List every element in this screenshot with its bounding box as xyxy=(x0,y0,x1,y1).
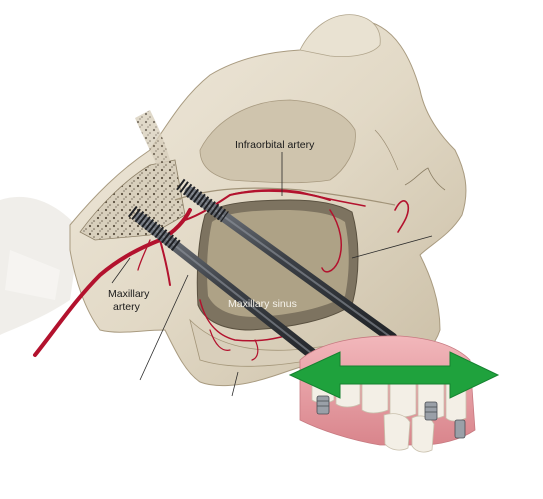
background-skull xyxy=(0,196,80,335)
label-infraorbital-artery: Infraorbital artery xyxy=(235,139,315,151)
label-maxillary-artery-line1: Maxillary xyxy=(108,288,150,300)
maxilla-bone xyxy=(69,14,467,387)
arteries xyxy=(33,189,410,361)
zygomatic-implants xyxy=(127,178,398,374)
implant-upper xyxy=(176,178,398,344)
teeth xyxy=(311,368,467,453)
label-maxillary-sinus: Maxillary sinus xyxy=(228,298,297,310)
leader-lines xyxy=(111,152,433,397)
dental-prosthesis xyxy=(299,335,476,453)
abutment-screws xyxy=(316,395,466,439)
label-maxillary-artery-line2: artery xyxy=(113,301,141,313)
double-headed-arrow-icon xyxy=(288,351,500,399)
implant-lower xyxy=(127,205,336,374)
